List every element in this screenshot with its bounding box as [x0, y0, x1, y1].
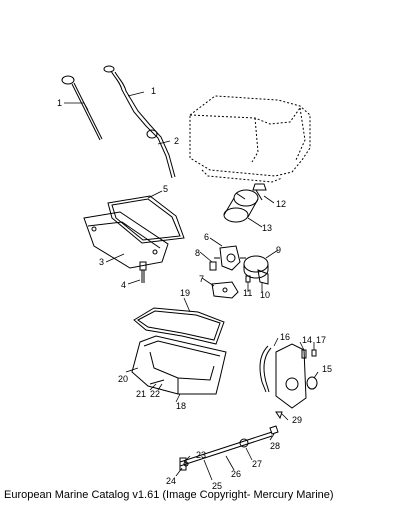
drain-hose-assembly	[179, 425, 279, 471]
leader-lines	[64, 91, 319, 481]
callout-20: 20	[118, 374, 128, 384]
callout-9: 9	[276, 245, 281, 255]
callout-7: 7	[199, 274, 204, 284]
callout-8: 8	[195, 248, 200, 258]
callout-17: 17	[316, 335, 326, 345]
dipstick-tube	[103, 65, 176, 179]
callout-24: 24	[166, 476, 176, 486]
oil-filter	[223, 189, 259, 223]
callout-29: 29	[292, 415, 302, 425]
callout-11: 11	[243, 288, 252, 298]
catalog-caption: European Marine Catalog v1.61 (Image Cop…	[4, 489, 334, 501]
oil-filter-fitting	[252, 183, 267, 201]
callout-4: 4	[121, 280, 126, 290]
callout-10: 10	[260, 290, 270, 300]
callout-26: 26	[231, 469, 241, 479]
callout-16: 16	[280, 332, 290, 342]
callout-27: 27	[252, 459, 262, 469]
callout-3: 3	[99, 257, 104, 267]
callout-6: 6	[204, 232, 209, 242]
timing-cover-gasket	[259, 345, 272, 393]
oil-filter-adapter	[214, 245, 246, 271]
callout-2: 2	[174, 136, 179, 146]
clip	[275, 411, 283, 420]
timing-cover-bolts	[301, 349, 317, 359]
callout-14: 14	[302, 335, 312, 345]
screw	[245, 275, 251, 283]
oil-pan-gasket	[133, 307, 225, 345]
exploded-parts-diagram: 1 1 2 3 4 5 6 7 8 9 10 11 12 13 14 15 16…	[57, 65, 332, 491]
bracket	[257, 269, 269, 285]
callout-5: 5	[163, 184, 168, 194]
callout-13: 13	[262, 223, 272, 233]
front-seal	[306, 376, 318, 390]
valve-cover	[83, 211, 169, 269]
callout-labels: 1 1 2 3 4 5 6 7 8 9 10 11 12 13 14 15 16…	[57, 86, 332, 491]
callout-19: 19	[180, 288, 190, 298]
engine-block-outline	[189, 95, 311, 183]
bolt	[139, 261, 147, 283]
valve-cover-gasket	[107, 195, 185, 244]
cover-plate	[243, 255, 269, 279]
callout-18: 18	[176, 401, 186, 411]
callout-25: 25	[212, 481, 222, 491]
callout-12: 12	[276, 199, 286, 209]
oil-pan	[131, 335, 227, 395]
callout-1a: 1	[57, 98, 62, 108]
callout-28: 28	[270, 441, 280, 451]
callout-21: 21	[136, 389, 146, 399]
callout-22: 22	[150, 389, 160, 399]
callout-23: 23	[196, 450, 206, 460]
callout-1b: 1	[151, 86, 156, 96]
oil-pan-bolt	[149, 379, 165, 385]
adapter-gasket	[211, 281, 239, 299]
timing-cover	[275, 343, 307, 409]
callout-15: 15	[322, 364, 332, 374]
adapter-fitting	[209, 261, 217, 271]
dipstick	[61, 75, 103, 141]
